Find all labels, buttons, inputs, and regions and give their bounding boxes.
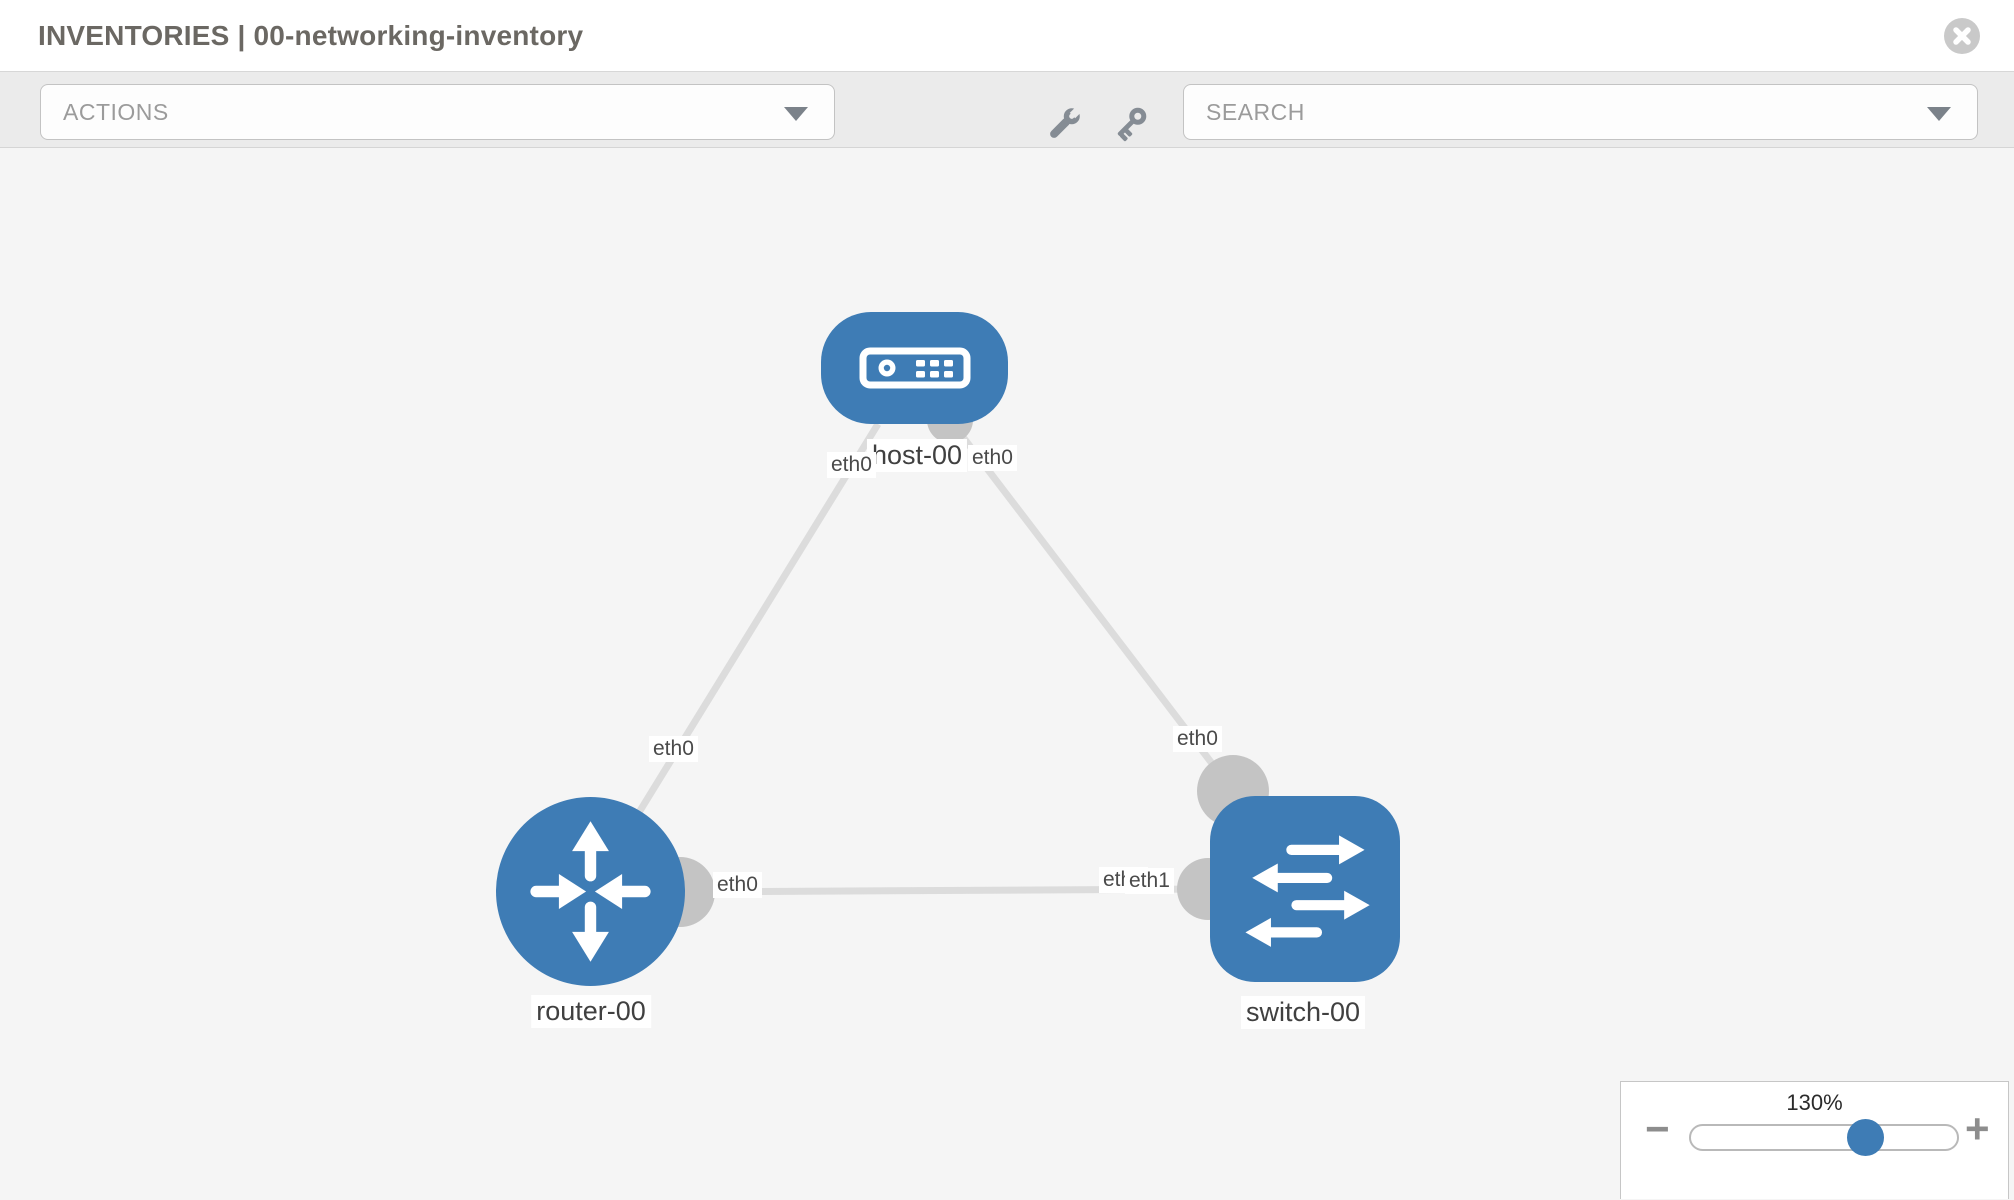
zoom-level-value: 130% <box>1786 1090 1843 1115</box>
close-icon <box>1953 27 1971 45</box>
page-title: INVENTORIES | 00-networking-inventory <box>38 20 584 51</box>
chevron-down-icon <box>1927 107 1951 121</box>
configure-button[interactable] <box>1040 100 1088 148</box>
node-switch-00[interactable] <box>1210 796 1400 982</box>
iface-label-router00-eth0-switch-link: eth0 <box>713 872 762 898</box>
router-icon <box>530 821 651 962</box>
actions-dropdown[interactable]: ACTIONS <box>40 84 835 140</box>
actions-dropdown-label: ACTIONS <box>63 98 169 125</box>
toolbar: ACTIONS SEARCH <box>0 72 2014 148</box>
switch-icon <box>1245 835 1370 947</box>
zoom-panel: 130% − + <box>1620 1081 2009 1199</box>
node-label-host-00: host-00 <box>866 439 968 472</box>
zoom-in-button[interactable]: + <box>1965 1105 1990 1152</box>
zoom-out-button[interactable]: − <box>1645 1105 1670 1152</box>
close-button[interactable] <box>1944 18 1980 54</box>
host-icon <box>859 347 970 389</box>
chevron-down-icon <box>784 107 808 121</box>
zoom-slider-thumb[interactable] <box>1847 1119 1884 1156</box>
iface-label-router00-eth0-host-link: eth0 <box>649 736 698 762</box>
node-label-switch-00: switch-00 <box>1240 996 1366 1029</box>
wrench-icon <box>1050 105 1083 138</box>
node-host-00[interactable] <box>821 312 1008 424</box>
header-bar: INVENTORIES | 00-networking-inventory <box>0 0 2014 72</box>
node-router-00[interactable] <box>496 797 685 986</box>
topology-canvas[interactable]: host-00 router-00 switch-00 eth0 eth0 et… <box>0 148 2014 1199</box>
iface-label-host00-eth0-switch-link: eth0 <box>968 445 1017 471</box>
iface-label-host00-eth0-router-link: eth0 <box>827 452 876 478</box>
search-dropdown[interactable]: SEARCH <box>1183 84 1978 140</box>
key-icon <box>1117 107 1147 142</box>
zoom-slider-track[interactable] <box>1689 1119 1959 1156</box>
topology-links-layer <box>587 397 1269 927</box>
iface-label-switch00-eth0-host-link: eth0 <box>1173 726 1222 752</box>
iface-label-switch00-eth1-over: eth1 <box>1125 868 1174 894</box>
search-dropdown-label: SEARCH <box>1206 98 1305 125</box>
node-label-router-00: router-00 <box>531 995 651 1028</box>
credentials-button[interactable] <box>1106 100 1154 148</box>
